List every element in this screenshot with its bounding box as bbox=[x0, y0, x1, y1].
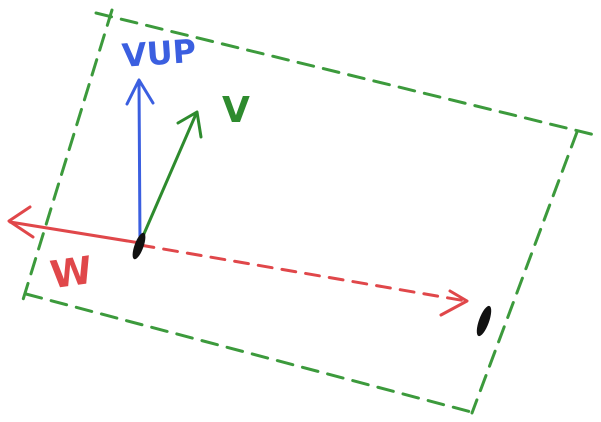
v-vector bbox=[138, 110, 203, 245]
plane-edge-bottom bbox=[24, 292, 477, 415]
w-vector-arrowhead bbox=[7, 205, 35, 239]
plane-edge-top bbox=[94, 11, 597, 137]
v-label: V bbox=[222, 90, 250, 131]
w-direction-dashed bbox=[138, 243, 468, 303]
v-vector-arrowhead bbox=[176, 110, 203, 139]
vup-vector-arrowhead bbox=[125, 78, 155, 106]
vup-label: VUP bbox=[121, 32, 198, 75]
v-vector-shaft bbox=[138, 112, 198, 245]
plane-edge-right bbox=[470, 130, 579, 415]
origin-point bbox=[132, 232, 146, 260]
plane-edge-left bbox=[20, 8, 114, 305]
image-plane-outline bbox=[20, 8, 597, 415]
vup-vector-shaft bbox=[137, 80, 142, 246]
w-direction-arrowhead bbox=[439, 289, 469, 317]
target-point bbox=[476, 305, 492, 337]
vup-vector bbox=[125, 78, 155, 246]
w-vector bbox=[7, 205, 469, 317]
w-vector-shaft bbox=[8, 220, 142, 245]
w-label: W bbox=[47, 248, 95, 297]
